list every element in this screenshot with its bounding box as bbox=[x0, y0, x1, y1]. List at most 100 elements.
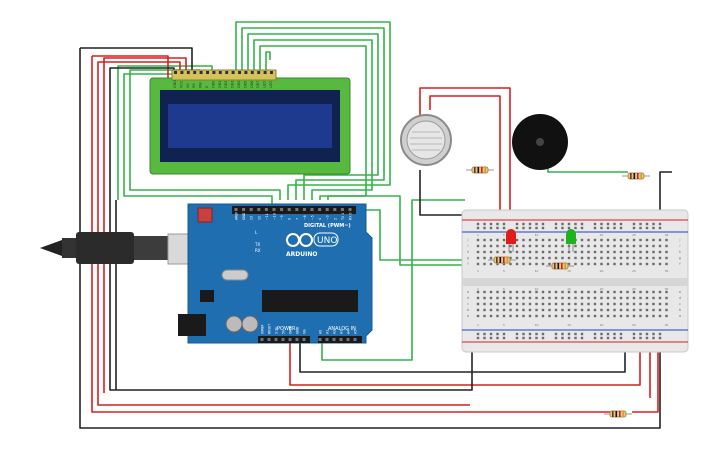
breadboard-hole bbox=[502, 290, 506, 294]
rail-hole bbox=[541, 226, 545, 230]
breadboard-hole bbox=[613, 256, 616, 260]
piezo-buzzer-icon bbox=[512, 114, 568, 170]
breadboard-hole bbox=[561, 314, 564, 318]
breadboard-hole bbox=[606, 314, 610, 318]
rail-hole bbox=[528, 222, 532, 226]
breadboard-hole bbox=[528, 262, 532, 266]
lcd-pin-label: DB6 bbox=[250, 81, 254, 88]
breadboard-hole bbox=[626, 302, 629, 306]
breadboard-hole bbox=[476, 256, 480, 260]
rail-hole bbox=[567, 222, 571, 226]
breadboard-hole bbox=[502, 314, 506, 318]
breadboard-hole bbox=[476, 290, 480, 294]
rail-hole bbox=[593, 332, 597, 336]
breadboard-hole bbox=[626, 238, 629, 242]
analog-pin-label: GND bbox=[289, 326, 293, 334]
breadboard-hole bbox=[639, 262, 642, 266]
breadboard-hole bbox=[489, 296, 493, 300]
breadboard-column-labels: 1111555510101010151515152020202025252525… bbox=[477, 233, 668, 327]
breadboard-hole bbox=[567, 290, 571, 294]
breadboard-column-label: 20 bbox=[600, 323, 604, 327]
breadboard-hole bbox=[645, 256, 649, 260]
breadboard-hole bbox=[619, 308, 623, 312]
breadboard-hole bbox=[626, 290, 629, 294]
digital-pin bbox=[302, 208, 306, 211]
digital-pin bbox=[295, 208, 299, 211]
breadboard-hole bbox=[522, 290, 525, 294]
rail-hole bbox=[606, 226, 610, 230]
breadboard-hole bbox=[658, 308, 662, 312]
lcd-pin-label: RW bbox=[199, 82, 203, 88]
breadboard-hole bbox=[502, 302, 506, 306]
breadboard-hole bbox=[496, 244, 499, 248]
wire-black bbox=[659, 171, 672, 215]
breadboard-hole bbox=[554, 244, 558, 248]
breadboard-hole bbox=[535, 314, 538, 318]
reset-button[interactable] bbox=[197, 207, 213, 223]
breadboard-hole bbox=[567, 296, 571, 300]
breadboard-hole bbox=[561, 302, 564, 306]
breadboard-hole bbox=[600, 308, 603, 312]
breadboard-hole bbox=[626, 308, 629, 312]
rail-hole bbox=[541, 222, 545, 226]
breadboard-row-label: a bbox=[467, 314, 469, 318]
breadboard-hole bbox=[476, 238, 480, 242]
breadboard-hole bbox=[528, 296, 532, 300]
lcd-pin-label: E bbox=[205, 86, 209, 88]
breadboard-column-label: 5 bbox=[503, 287, 505, 291]
rail-hole bbox=[522, 226, 525, 230]
breadboard-hole bbox=[496, 296, 499, 300]
breadboard-hole bbox=[658, 262, 662, 266]
breadboard-row-label: b bbox=[679, 308, 681, 312]
breadboard-hole bbox=[548, 302, 551, 306]
breadboard-row-label: f bbox=[679, 262, 681, 266]
rail-hole bbox=[567, 226, 571, 230]
breadboard-hole bbox=[483, 296, 486, 300]
lcd-pin bbox=[174, 71, 177, 74]
rail-hole bbox=[502, 336, 506, 340]
rail-hole bbox=[639, 332, 642, 336]
breadboard-hole bbox=[665, 250, 668, 254]
lcd-pin bbox=[263, 71, 267, 74]
breadboard-hole bbox=[528, 244, 532, 248]
breadboard-row-label: j bbox=[679, 238, 681, 242]
green-led bbox=[566, 229, 576, 252]
rail-hole bbox=[619, 332, 623, 336]
rail-hole bbox=[502, 226, 506, 230]
rail-hole bbox=[561, 222, 564, 226]
digital-pin bbox=[257, 208, 261, 211]
breadboard-hole bbox=[587, 256, 590, 260]
breadboard-hole bbox=[645, 296, 649, 300]
analog-pin-label: A0 bbox=[319, 330, 323, 334]
breadboard-row-label: f bbox=[467, 262, 469, 266]
lcd-pin bbox=[238, 71, 241, 74]
rail-hole bbox=[580, 222, 584, 226]
breadboard-hole bbox=[626, 256, 629, 260]
rail-hole bbox=[632, 332, 636, 336]
breadboard-hole bbox=[522, 296, 525, 300]
rail-hole bbox=[489, 226, 493, 230]
analog-pin-label: A4 bbox=[347, 330, 351, 334]
breadboard-hole bbox=[619, 296, 623, 300]
wire-green bbox=[327, 195, 560, 266]
breadboard-hole bbox=[632, 262, 636, 266]
board-logo-text: ARDUINO bbox=[286, 251, 317, 258]
breadboard-hole bbox=[496, 262, 499, 266]
rail-hole bbox=[483, 222, 486, 226]
breadboard-hole bbox=[626, 314, 629, 318]
breadboard-hole bbox=[619, 250, 623, 254]
breadboard-hole bbox=[613, 296, 616, 300]
arduino-uno-board: ARDUINO UNO DIGITAL (PWM~) POWER ANALOG … bbox=[178, 203, 373, 344]
breadboard-hole bbox=[554, 256, 558, 260]
digital-pin-label: ~5 bbox=[311, 215, 315, 220]
digital-pin-label: AREF bbox=[235, 212, 239, 220]
breadboard-hole bbox=[600, 256, 603, 260]
breadboard-hole bbox=[502, 262, 506, 266]
digital-pin bbox=[318, 208, 322, 211]
breadboard-hole bbox=[522, 256, 525, 260]
breadboard-hole bbox=[665, 302, 668, 306]
breadboard-row-label: d bbox=[467, 296, 469, 300]
rail-hole bbox=[580, 226, 584, 230]
breadboard-hole bbox=[554, 238, 558, 242]
rail-hole bbox=[652, 336, 655, 340]
